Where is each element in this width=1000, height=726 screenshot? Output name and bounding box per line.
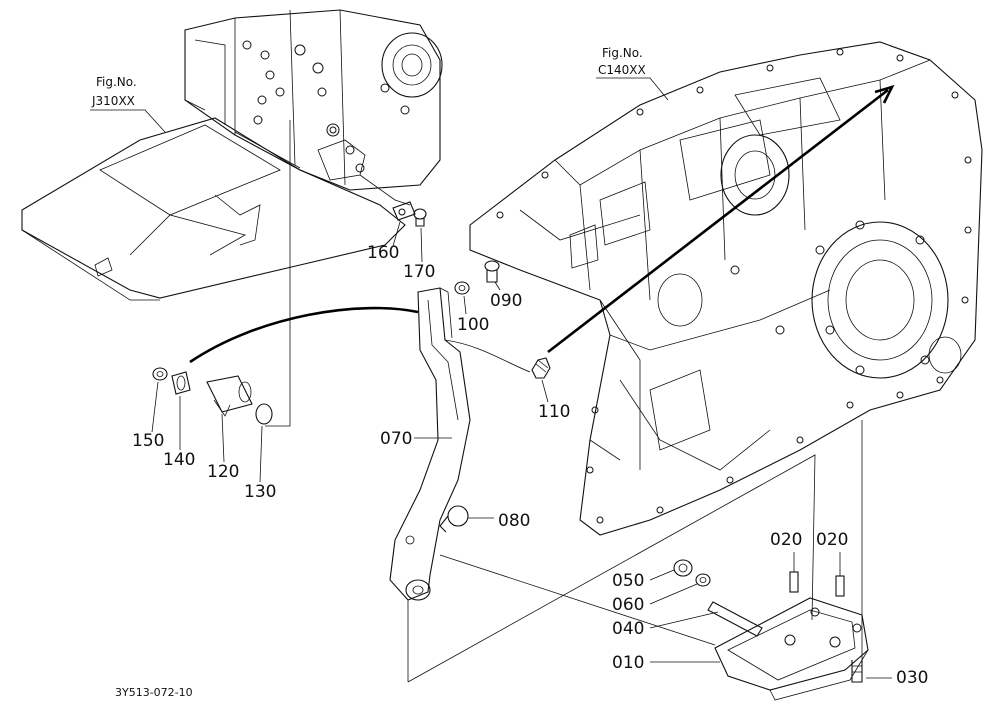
left-housing-assembly [21, 9, 443, 427]
callout-020-a: 020 [770, 530, 802, 550]
right-transmission-case [469, 41, 983, 536]
callout-150: 150 [132, 431, 164, 451]
part-110-spring [531, 357, 551, 379]
part-160-plate [392, 201, 416, 221]
fig-ref-code: J310XX [91, 94, 135, 108]
part-070-lever [389, 287, 471, 601]
callout-110: 110 [538, 402, 570, 422]
connection-line-right [547, 88, 889, 354]
connection-arc-110 [444, 339, 531, 373]
fig-ref-title: Fig.No. [602, 46, 643, 60]
callout-070: 070 [380, 429, 412, 449]
fig-ref-j310xx: Fig.No. J310XX [90, 75, 166, 133]
callout-030: 030 [896, 668, 928, 688]
callout-010: 010 [612, 653, 644, 673]
part-170-bolt [413, 208, 427, 227]
part-010-cover [714, 597, 869, 701]
fig-ref-title: Fig.No. [96, 75, 137, 89]
callout-050: 050 [612, 571, 644, 591]
connection-arc-left [189, 306, 419, 364]
callout-020-b: 020 [816, 530, 848, 550]
callout-090: 090 [490, 291, 522, 311]
part-100-washer [454, 281, 470, 295]
part-080-pin [439, 505, 469, 533]
housing-port-holes [242, 40, 410, 173]
part-040-pin [707, 601, 763, 637]
part-150-nut [152, 367, 168, 381]
callout-040: 040 [612, 619, 644, 639]
part-130-o-ring [255, 403, 273, 425]
callout-080: 080 [498, 511, 530, 531]
part-090-bolt [484, 260, 500, 283]
part-050-plug [673, 559, 693, 577]
fig-ref-c140xx: Fig.No. C140XX [596, 46, 669, 101]
callout-170: 170 [403, 262, 435, 282]
callout-140: 140 [163, 450, 195, 470]
part-060-washer [695, 573, 711, 587]
part-020-dowel [789, 571, 845, 597]
fig-ref-code: C140XX [598, 63, 646, 77]
connection-arrowhead [874, 84, 895, 104]
drawing-code: 3Y513-072-10 [115, 686, 193, 699]
part-120-shaft [206, 375, 253, 417]
callout-060: 060 [612, 595, 644, 615]
callout-120: 120 [207, 462, 239, 482]
callout-160: 160 [367, 243, 399, 263]
callout-100: 100 [457, 315, 489, 335]
part-140-collar [171, 371, 191, 395]
case-bolt-holes [496, 48, 972, 524]
callout-130: 130 [244, 482, 276, 502]
callout-labels: 160 170 100 090 150 140 120 130 110 070 … [132, 221, 928, 688]
